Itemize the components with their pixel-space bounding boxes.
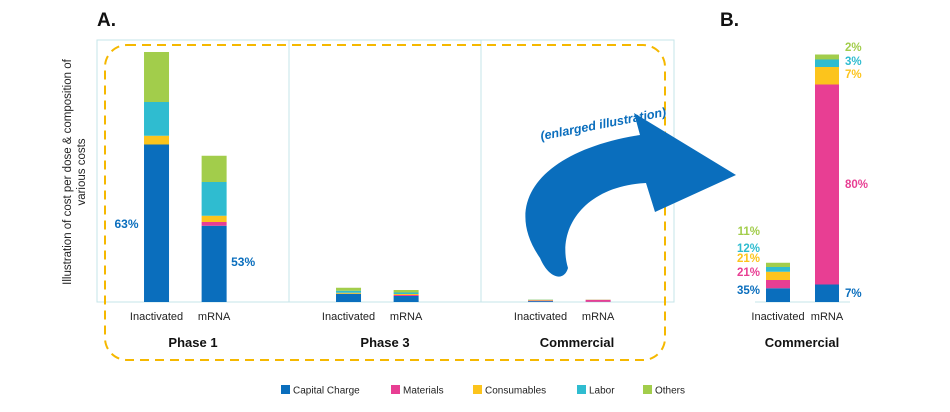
bar-segment-b-mrna-labor [815,59,839,67]
data-label-b-mrna-labor: 3% [845,56,862,68]
bar-segment-commercial-mrna-materials [585,299,611,302]
data-label-phase-1-inactivated: 63% [114,217,138,231]
bar-segment-phase-1-inactivated-others [144,52,170,102]
x-tick-label-phase-1-mrna: mRNA [198,311,231,323]
data-label-phase-1-mrna: 53% [231,255,255,269]
data-label-b-mrna-others: 2% [845,42,862,54]
bar-segment-commercial-inactivated-capital-charge [528,301,554,302]
bar-segment-b-inactivated-consumables [766,271,790,280]
bar-segment-phase-3-mrna-others [393,290,419,293]
x-tick-label-phase-1-inactivated: Inactivated [130,311,183,323]
bar-segment-phase-1-mrna-others [201,155,227,182]
group-label-phase-3: Phase 3 [360,335,409,350]
data-label-b-inactivated-consumables: 21% [737,253,760,265]
legend-label-materials: Materials [403,386,444,397]
data-label-b-inactivated-materials: 21% [737,267,760,279]
data-label-b-mrna-consumables: 7% [845,69,862,81]
bar-segment-b-inactivated-materials [766,280,790,289]
bar-segment-b-mrna-consumables [815,67,839,85]
panel-b-bars: 35%21%21%12%11%Inactivated7%80%7%3%2%mRN… [737,42,868,350]
bar-segment-b-inactivated-others [766,262,790,267]
legend-label-labor: Labor [589,386,615,397]
x-tick-label-b-inactivated: Inactivated [751,311,804,323]
data-label-b-inactivated-labor: 12% [737,243,760,255]
group-label-b-commercial: Commercial [765,335,839,350]
x-tick-label-phase-3-inactivated: Inactivated [322,311,375,323]
data-label-b-mrna-capital-charge: 7% [845,288,862,300]
legend-label-others: Others [655,386,685,397]
bar-segment-phase-1-inactivated-labor [144,102,170,136]
bar-segment-b-inactivated-labor [766,267,790,272]
x-tick-label-commercial-mrna: mRNA [582,311,615,323]
bar-segment-phase-1-mrna-consumables [201,215,227,222]
bar-segment-phase-3-inactivated-labor [336,290,362,293]
bar-segment-phase-1-mrna-labor [201,182,227,216]
bar-segment-phase-3-mrna-consumables [393,294,419,295]
bar-segment-phase-3-inactivated-others [336,287,362,291]
panel-a-letter: A. [97,10,116,31]
data-label-b-inactivated-others: 11% [738,226,760,238]
panel-b-letter: B. [720,10,739,31]
legend-label-consumables: Consumables [485,386,546,397]
group-label-commercial: Commercial [540,335,614,350]
legend-swatch-capital-charge [281,385,290,394]
bar-segment-b-mrna-materials [815,84,839,285]
bar-segment-phase-1-inactivated-capital-charge [144,144,170,302]
panel-a-bars: Inactivated mRNA Phase 1 Inactivated mRNA Pha… [114,52,615,350]
legend: Capital Charge Materials Consumables Labor O… [281,385,685,397]
x-tick-label-b-mrna: mRNA [811,311,844,323]
legend-label-capital-charge: Capital Charge [293,386,360,397]
bar-segment-b-mrna-others [815,54,839,60]
y-axis-label-line1: Illustration of cost per dose & composit… [62,58,74,284]
enlarge-arrow-icon [525,113,736,277]
legend-swatch-consumables [473,385,482,394]
y-axis-label-line2: various costs [76,138,88,205]
bar-segment-phase-1-mrna-capital-charge [201,225,227,302]
phase-highlight-box [104,44,666,361]
x-tick-label-phase-3-mrna: mRNA [390,311,423,323]
x-tick-label-commercial-inactivated: Inactivated [514,311,567,323]
bar-segment-phase-1-inactivated-consumables [144,135,170,145]
bar-segment-b-inactivated-capital-charge [766,288,790,302]
bar-segment-phase-3-mrna-labor [393,292,419,294]
legend-swatch-labor [577,385,586,394]
legend-swatch-materials [391,385,400,394]
data-label-b-mrna-materials: 80% [845,179,868,191]
bar-segment-phase-3-inactivated-capital-charge [336,293,362,302]
bar-segment-commercial-inactivated-consumables [528,300,554,301]
bar-segment-phase-3-mrna-capital-charge [393,296,419,302]
bar-segment-phase-3-mrna-materials [393,295,419,296]
bar-segment-phase-3-inactivated-consumables [336,292,362,294]
bar-segment-phase-1-mrna-materials [201,222,227,226]
data-label-b-inactivated-capital-charge: 35% [737,285,760,297]
legend-swatch-others [643,385,652,394]
bar-segment-b-mrna-capital-charge [815,284,839,302]
group-label-phase-1: Phase 1 [168,335,217,350]
bar-segment-commercial-inactivated-materials [528,300,554,302]
